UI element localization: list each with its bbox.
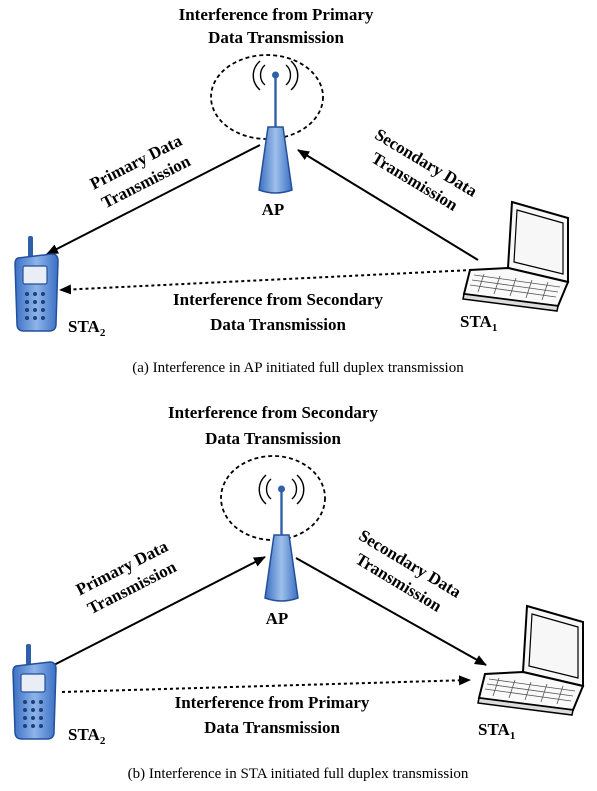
- interference-label-line2: Data Transmission: [204, 718, 340, 737]
- panel-b-top-label-line1: Interference from Secondary: [168, 403, 378, 422]
- phone-icon: [14, 236, 59, 332]
- interference-label-line1: Interference from Secondary: [173, 290, 383, 309]
- laptop-icon: [462, 200, 570, 312]
- laptop-icon: [477, 604, 585, 716]
- phone-icon: [12, 644, 57, 740]
- panel-a: Interference from Primary Data Transmiss…: [14, 5, 570, 376]
- ap-icon: [252, 60, 299, 194]
- secondary-transmission-arrow: [295, 557, 487, 666]
- interference-ellipse: [210, 54, 324, 140]
- sta1-label: STA1: [460, 312, 497, 334]
- sta2-label: STA2: [68, 725, 106, 747]
- interference-arrow: [59, 269, 473, 295]
- sta1-label: STA1: [478, 720, 515, 742]
- primary-transmission-arrow: [46, 144, 261, 255]
- secondary-transmission-arrow: [297, 149, 479, 261]
- interference-arrow: [61, 675, 471, 693]
- panel-b: Interference from Secondary Data Transmi…: [12, 403, 585, 782]
- panel-a-top-label-line2: Data Transmission: [208, 28, 344, 47]
- interference-label-line1: Interference from Primary: [175, 693, 370, 712]
- sta2-label: STA2: [68, 317, 106, 339]
- ap-icon: [258, 474, 305, 602]
- panel-a-top-label-line1: Interference from Primary: [179, 5, 374, 24]
- panel-a-caption: (a) Interference in AP initiated full du…: [132, 360, 464, 376]
- ap-label: AP: [262, 200, 285, 219]
- panel-b-top-label-line2: Data Transmission: [205, 429, 341, 448]
- interference-label-line2: Data Transmission: [210, 315, 346, 334]
- primary-transmission-arrow: [47, 556, 266, 669]
- panel-b-caption: (b) Interference in STA initiated full d…: [128, 766, 469, 782]
- ap-label: AP: [266, 609, 289, 628]
- interference-ellipse: [220, 455, 326, 541]
